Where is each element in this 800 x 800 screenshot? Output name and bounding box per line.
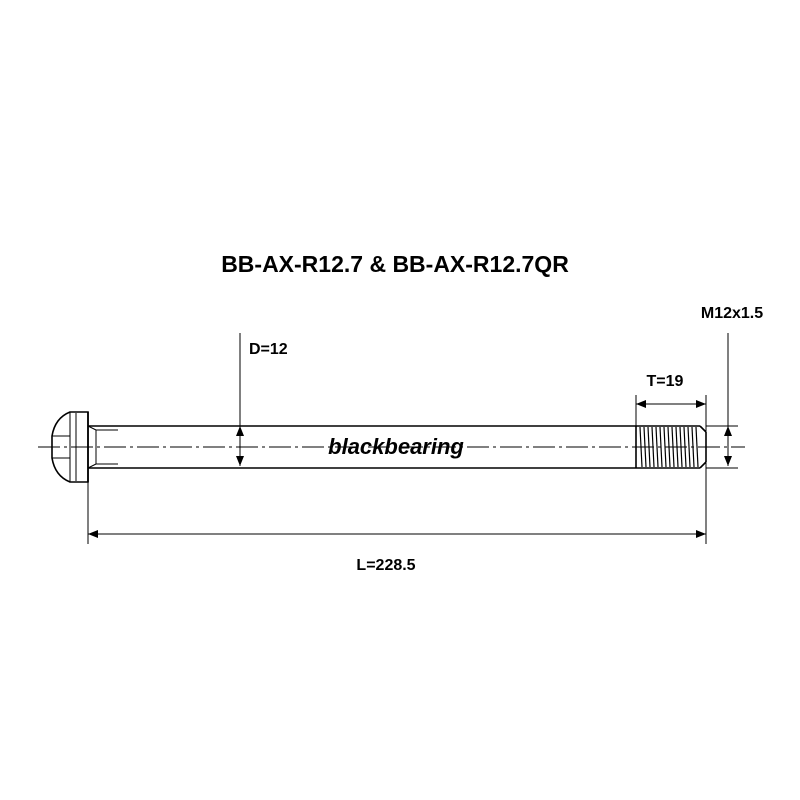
drawing-title: BB-AX-R12.7 & BB-AX-R12.7QR bbox=[221, 251, 569, 277]
thread-hatch-line bbox=[659, 426, 663, 468]
thread-hatch-line bbox=[667, 426, 671, 468]
length-label: L=228.5 bbox=[356, 557, 415, 574]
brand-label: blackbearing bbox=[328, 434, 464, 459]
axle-head bbox=[51, 411, 89, 483]
thread-hatch-line bbox=[647, 426, 651, 468]
thread-length-label: T=19 bbox=[647, 373, 684, 390]
axle-shaft bbox=[87, 425, 636, 469]
thread-hatch-line bbox=[683, 426, 687, 468]
thread-hatch-line bbox=[679, 426, 683, 468]
thread-spec-dimension bbox=[706, 333, 738, 469]
thread-hatch-line bbox=[687, 426, 691, 468]
thread-hatch-line bbox=[663, 426, 667, 468]
thread-section bbox=[635, 425, 707, 469]
thread-hatch-line bbox=[695, 426, 699, 468]
thread-hatch-line bbox=[643, 426, 647, 468]
thread-hatch-line bbox=[651, 426, 655, 468]
diameter-label: D=12 bbox=[249, 341, 288, 358]
thread-length-dimension bbox=[635, 395, 707, 432]
length-dimension bbox=[87, 462, 707, 544]
diameter-dimension bbox=[236, 333, 244, 466]
thread-hatch-line bbox=[655, 426, 659, 468]
thread-hatch-line bbox=[675, 426, 679, 468]
thread-hatch-line bbox=[671, 426, 675, 468]
thread-hatch-line bbox=[639, 426, 643, 468]
thread-hatch-line bbox=[691, 426, 695, 468]
thread-spec-label: M12x1.5 bbox=[701, 305, 763, 322]
